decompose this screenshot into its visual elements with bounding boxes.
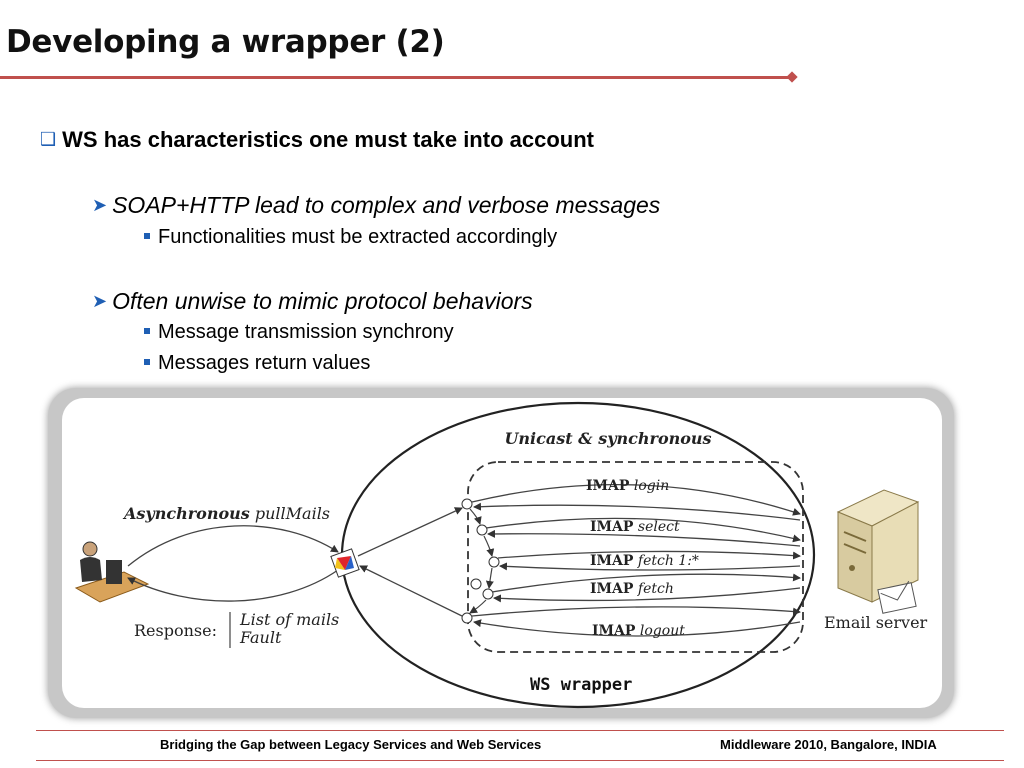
- user-workstation-icon: [74, 541, 150, 603]
- bullet-level1: ❑WS has characteristics one must take in…: [40, 127, 594, 153]
- email-server-label: Email server: [824, 613, 928, 632]
- response-label: Response:: [134, 621, 217, 640]
- item-return-values: Messages return values: [144, 352, 370, 375]
- title-divider: [0, 76, 794, 79]
- junction-node: [476, 524, 488, 536]
- imap-login-label: IMAP login: [586, 478, 669, 494]
- sub-bullet-soap: ➤SOAP+HTTP lead to complex and verbose m…: [92, 192, 660, 219]
- imap-fetch-request-arrow: [491, 573, 801, 593]
- response-fault: Fault: [239, 628, 282, 647]
- flow-arrow: [469, 508, 482, 525]
- async-request-arrow: [127, 525, 339, 567]
- imap-select-label: IMAP select: [590, 519, 680, 535]
- sub-bullet-protocol: ➤Often unwise to mimic protocol behavior…: [92, 288, 533, 315]
- imap-login-response-arrow: [473, 502, 801, 521]
- imap-select-response-arrow: [487, 529, 801, 547]
- junction-node: [470, 578, 482, 590]
- imap-fetch-response-arrow: [493, 587, 801, 603]
- junction-node: [461, 612, 473, 624]
- async-response-arrow: [127, 569, 339, 602]
- item-synchrony-text: Message transmission synchrony: [158, 321, 454, 343]
- item-functionalities-text: Functionalities must be extracted accord…: [158, 226, 558, 248]
- imap-fetch-all-response-arrow: [499, 562, 801, 571]
- imap-logout-response-arrow: [473, 619, 801, 637]
- email-server-icon: [836, 489, 920, 614]
- imap-logout-label: IMAP logout: [592, 623, 685, 639]
- imap-fetch-label: IMAP fetch: [590, 581, 674, 597]
- flow-arrow: [469, 599, 487, 614]
- bullet-level1-text: WS has characteristics one must take int…: [62, 127, 594, 152]
- imap-fetch-all-request-arrow: [497, 550, 801, 560]
- arrow-bullet-icon: ➤: [92, 291, 108, 311]
- checkbox-bullet-icon: ❑: [40, 129, 57, 149]
- wrapper-to-login-node-arrow: [357, 507, 463, 557]
- item-functionalities: Functionalities must be extracted accord…: [144, 226, 557, 249]
- footer-bottom-rule: [36, 760, 1004, 761]
- wrapper-component-icon: [330, 548, 360, 578]
- slide-title: Developing a wrapper (2): [6, 24, 445, 60]
- imap-logout-request-arrow: [471, 606, 801, 617]
- sub-bullet-protocol-text: Often unwise to mimic protocol behaviors: [112, 288, 533, 314]
- imap-fetch-all-label: IMAP fetch 1:*: [590, 553, 699, 569]
- item-synchrony: Message transmission synchrony: [144, 321, 454, 344]
- footer-top-rule: [36, 730, 1004, 731]
- flow-arrow: [485, 567, 494, 589]
- footer-left-text: Bridging the Gap between Legacy Services…: [160, 737, 542, 752]
- ws-wrapper-label: WS wrapper: [530, 675, 632, 695]
- unicast-label: Unicast & synchronous: [504, 429, 711, 448]
- response-list-of-mails: List of mails: [239, 610, 339, 629]
- junction-node: [482, 588, 494, 600]
- square-bullet-icon: [144, 233, 150, 239]
- junction-node: [461, 498, 473, 510]
- junction-node: [488, 556, 500, 568]
- imap-select-request-arrow: [485, 517, 801, 543]
- logout-node-to-wrapper-arrow: [359, 565, 463, 617]
- arrow-bullet-icon: ➤: [92, 195, 108, 215]
- square-bullet-icon: [144, 328, 150, 334]
- imap-login-request-arrow: [471, 483, 801, 516]
- footer-right-text: Middleware 2010, Bangalore, INDIA: [720, 737, 937, 752]
- async-label: Asynchronous pullMails: [122, 504, 330, 523]
- ws-wrapper-boundary: [340, 401, 816, 709]
- unicast-region: [467, 461, 804, 653]
- square-bullet-icon: [144, 359, 150, 365]
- sub-bullet-soap-text: SOAP+HTTP lead to complex and verbose me…: [112, 192, 661, 218]
- flow-arrow: [483, 535, 495, 557]
- item-return-values-text: Messages return values: [158, 352, 371, 374]
